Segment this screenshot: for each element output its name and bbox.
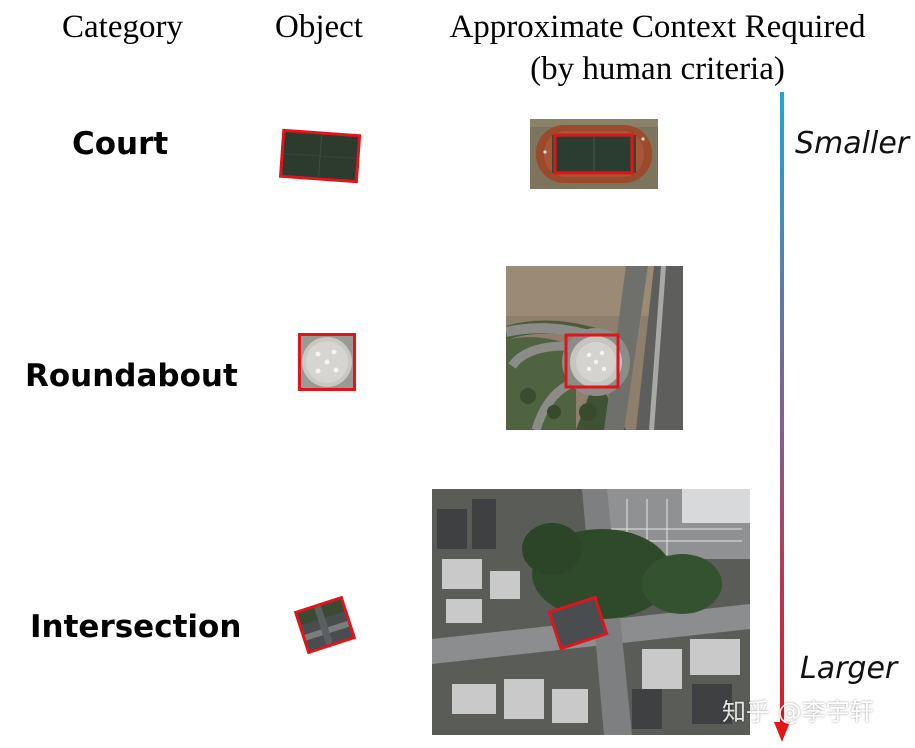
scale-label-smaller: Smaller: [795, 126, 910, 161]
category-label-court: Court: [72, 126, 169, 162]
watermark: 知乎 @李宇轩: [722, 698, 874, 726]
court-context-image: [530, 119, 658, 189]
roundabout-object-thumbnail: [298, 333, 356, 391]
court-object-thumbnail: [278, 128, 362, 184]
context-scale-arrow: [774, 92, 790, 742]
header-object: Object: [275, 9, 363, 45]
header-category: Category: [62, 9, 183, 45]
roundabout-context-image: [506, 266, 683, 430]
header-context-line1: Approximate Context Required: [449, 9, 866, 45]
intersection-object-thumbnail: [293, 595, 357, 655]
category-label-intersection: Intersection: [30, 609, 242, 645]
scale-label-larger: Larger: [800, 651, 898, 686]
category-label-roundabout: Roundabout: [25, 358, 238, 394]
intersection-context-image: [432, 489, 750, 735]
header-context-line2: (by human criteria): [530, 51, 785, 87]
